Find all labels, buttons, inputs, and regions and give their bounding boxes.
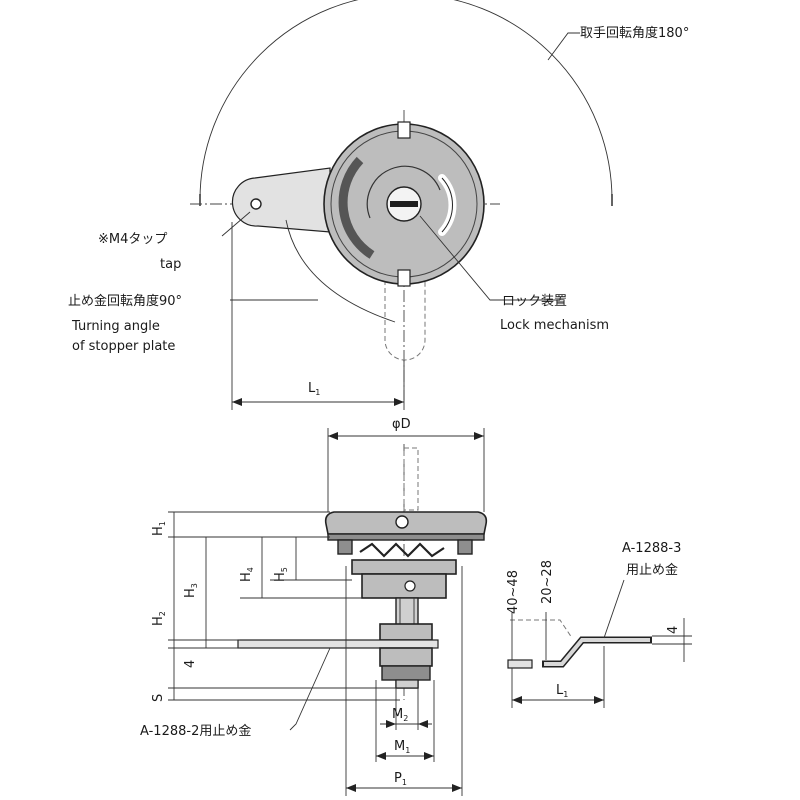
h2-label: H2 [151, 611, 167, 626]
m1-arrow-right [424, 752, 434, 760]
handle-pivot [395, 515, 409, 529]
upper-nut [379, 623, 433, 641]
plate-left-segment [507, 659, 533, 669]
tap-label-jp: ※M4タップ [98, 232, 167, 247]
bottom-nut [381, 665, 431, 681]
p1-label: P1 [394, 771, 407, 787]
m2-arrow-right [418, 720, 428, 728]
range-20-28-label: 20~28 [540, 560, 555, 604]
stopper-l1-arrow-right [594, 696, 604, 704]
tap-leader [221, 211, 251, 237]
stopper-angle-label: 止め金回転角度90° [68, 293, 182, 309]
disc-notch-bottom [397, 269, 411, 287]
plate-ghost [510, 619, 573, 639]
cranked-plate-fill [544, 638, 650, 666]
phid-arrow-right [474, 432, 484, 440]
part-label-leader [603, 579, 625, 639]
h1-label: H1 [151, 521, 167, 536]
h5-label: H5 [273, 567, 289, 582]
stud-right [457, 539, 473, 555]
disc-crescent-slot-outline [441, 177, 453, 233]
handle-arm [231, 167, 331, 233]
p1-arrow-left [346, 784, 356, 792]
lower-nut [379, 647, 433, 667]
handle-rotation-arc [199, 0, 613, 201]
key-ghost [403, 447, 419, 511]
turning-angle-label-2: of stopper plate [72, 339, 175, 354]
phid-label: φD [392, 417, 411, 432]
part-name-label: 用止め金 [626, 562, 678, 578]
stud-left [337, 539, 353, 555]
handle-angle-leader [547, 32, 580, 61]
part-number-label: A-1288-3 [622, 541, 681, 556]
stopper-plate-ghost [384, 280, 426, 361]
shaft-tip [395, 679, 419, 689]
m1-arrow-left [376, 752, 386, 760]
range-40-48-label: 40~48 [506, 570, 521, 614]
handle-angle-label: 取手回転角度180° [580, 25, 689, 41]
phid-arrow-left [328, 432, 338, 440]
m2-arrow-left [386, 720, 396, 728]
plate-label-leader [289, 647, 331, 731]
lock-mechanism-label-jp: ロック装置 [502, 294, 567, 309]
tap-label-en: tap [160, 257, 181, 272]
plate-label: A-1288-2用止め金 [140, 723, 251, 739]
side-view: φD [140, 417, 488, 796]
l1-arrow-left [232, 398, 242, 406]
lock-mechanism-leader [419, 215, 560, 301]
four-left-label: 4 [183, 660, 198, 668]
spring [359, 542, 445, 558]
housing-lower [361, 573, 447, 599]
lock-mechanism-label-en: Lock mechanism [500, 318, 609, 333]
s-label: S [151, 694, 166, 702]
p1-arrow-right [452, 784, 462, 792]
disc-inner-ring [366, 165, 441, 219]
h3-label: H3 [183, 583, 199, 598]
handle-disc-base [327, 533, 485, 541]
m4-tap-hole [250, 198, 262, 210]
m1-label: M1 [394, 739, 410, 755]
disc-notch-top [397, 121, 411, 139]
stopper-l1-label: L1 [556, 683, 568, 699]
l1-top-label: L1 [308, 381, 320, 397]
l1-arrow-right [394, 398, 404, 406]
turning-angle-label-1: Turning angle [71, 319, 160, 334]
h4-label: H4 [239, 567, 255, 582]
stopper-l1-arrow-left [512, 696, 522, 704]
stopper-rotation-arc [285, 219, 396, 323]
four-right-label: 4 [666, 626, 681, 634]
key-slot [390, 201, 418, 207]
top-view: 取手回転角度180° ※M4タップ tap 止め金回転角度90° Turning… [68, 0, 689, 410]
disc-engraved-band [338, 156, 375, 259]
m2-label: M2 [392, 707, 408, 723]
stopper-view: 40~48 20~28 A-1288-3 用止め金 4 L1 [506, 541, 692, 708]
housing [351, 559, 457, 575]
housing-screw [404, 580, 416, 592]
stopper-plate [237, 639, 439, 649]
cranked-plate [542, 636, 652, 668]
